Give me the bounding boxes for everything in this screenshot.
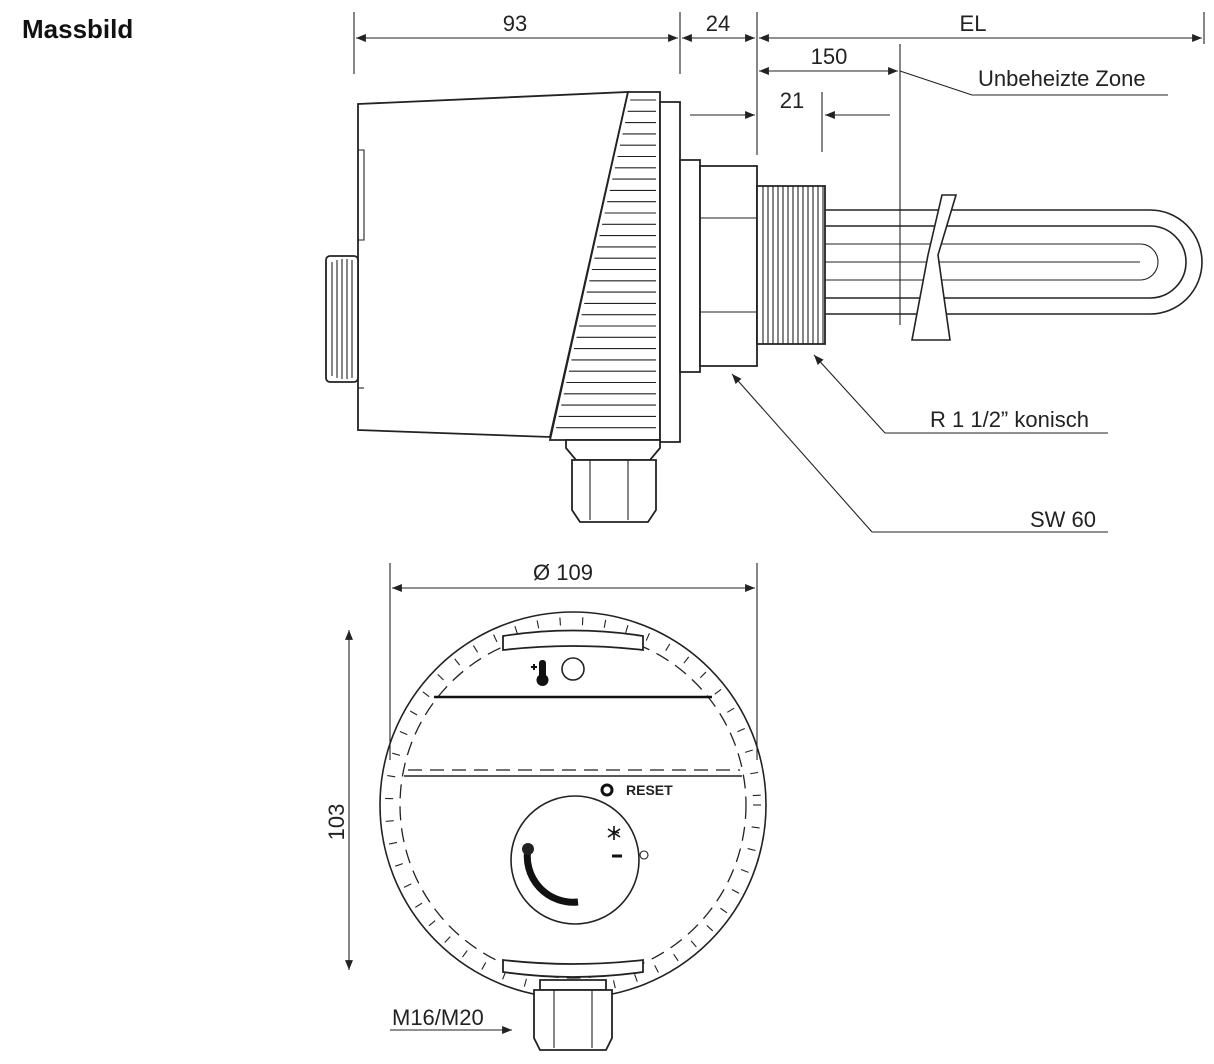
dimension-diameter: Ø 109 [392, 560, 755, 592]
svg-text:Unbeheizte Zone: Unbeheizte Zone [978, 66, 1146, 91]
svg-text:SW 60: SW 60 [1030, 507, 1096, 532]
reset-label: RESET [626, 782, 673, 798]
side-view: 93 24 EL 150 21 Unbeheizte Zone [325, 11, 1205, 533]
indicator-lamp [561, 657, 585, 681]
dimension-150: 150 [759, 44, 898, 75]
svg-text:Ø 109: Ø 109 [533, 560, 593, 585]
svg-text:21: 21 [780, 88, 804, 113]
temperature-dial[interactable] [510, 795, 649, 925]
dimension-93: 93 [356, 11, 678, 42]
reset-button[interactable] [600, 783, 614, 797]
svg-text:150: 150 [811, 44, 848, 69]
cable-gland-callout: M16/M20 [390, 1005, 512, 1034]
page-title: Massbild [22, 14, 134, 44]
svg-text:24: 24 [706, 11, 730, 36]
svg-text:EL: EL [960, 11, 987, 36]
snowflake-icon [607, 826, 621, 840]
svg-text:M16/M20: M16/M20 [392, 1005, 484, 1030]
thread-callout: R 1 1/2” konisch [813, 354, 1108, 434]
dimension-height: 103 [324, 630, 353, 970]
svg-text:93: 93 [503, 11, 527, 36]
housing [325, 91, 1203, 523]
unheated-zone-callout: Unbeheizte Zone [899, 66, 1168, 96]
dimension-21: 21 [690, 88, 890, 119]
dimension-24: 24 [682, 11, 755, 42]
wrench-size-callout: SW 60 [731, 373, 1108, 533]
dimension-el: EL [759, 11, 1202, 42]
svg-text:R 1 1/2” konisch: R 1 1/2” konisch [930, 407, 1089, 432]
front-view: Ø 109 103 RESET [324, 560, 767, 1051]
svg-text:103: 103 [324, 804, 349, 841]
thermometer-icon [531, 660, 549, 686]
